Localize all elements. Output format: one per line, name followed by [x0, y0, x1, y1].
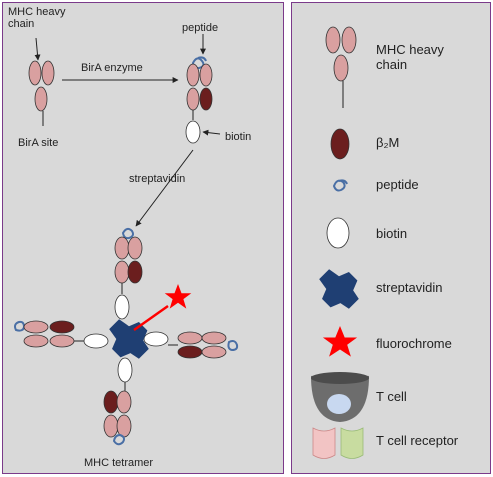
- legend-icon-biotin: [326, 217, 350, 249]
- label-mhc-heavy-chain: MHC heavy chain: [8, 6, 66, 30]
- legend-icon-peptide: [332, 179, 348, 192]
- label-birA-site: BirA site: [18, 137, 59, 149]
- legend-label-streptavidin: streptavidin: [376, 280, 443, 295]
- legend-label-t-cell: T cell: [376, 389, 407, 404]
- streptavidin-arrow: [135, 149, 194, 227]
- label-streptavidin: streptavidin: [129, 173, 186, 185]
- label-birA-enzyme: BirA enzyme: [81, 62, 143, 74]
- legend-icon-t-cell: [311, 372, 369, 422]
- legend-label-peptide: peptide: [376, 177, 419, 192]
- legend-icon-beta2m: [330, 128, 350, 160]
- label-mhc-tetramer: MHC tetramer: [84, 457, 154, 469]
- heavy-chain-pointer: [34, 37, 41, 61]
- legend-label-beta2m: β₂M: [376, 135, 400, 150]
- legend-label-t-cell-receptor: T cell receptor: [376, 433, 459, 448]
- biotinylated-monomer: [185, 56, 213, 144]
- legend-label-mhc-heavy-chain: MHC heavy chain: [376, 42, 444, 72]
- label-biotin: biotin: [225, 131, 252, 143]
- mhc-heavy-chain-monomer: [28, 60, 55, 126]
- biotin-pointer: [202, 129, 221, 136]
- legend-icon-fluorochrome: [322, 326, 358, 357]
- legend-icon-t-cell-receptor: [312, 427, 364, 459]
- label-peptide: peptide: [182, 22, 219, 34]
- legend-label-biotin: biotin: [376, 226, 408, 241]
- legend-icon-streptavidin: [319, 269, 359, 309]
- mhc-tetramer: [14, 227, 239, 446]
- legend-icon-mhc-heavy-chain: [325, 26, 357, 108]
- legend-label-fluorochrome: fluorochrome: [376, 336, 452, 351]
